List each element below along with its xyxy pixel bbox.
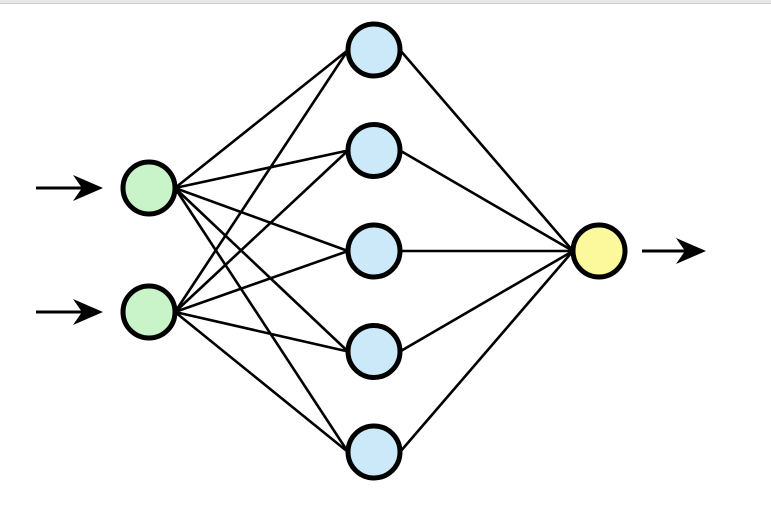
input-arrow-1-head-icon (73, 175, 103, 201)
input-arrow-2-head-icon (73, 299, 103, 325)
hidden-node-5 (345, 423, 403, 481)
edge-i1-h4 (174, 187, 349, 353)
edge-i2-h1 (173, 49, 350, 313)
output-arrow-head-icon (676, 238, 706, 264)
edge-i2-h5 (174, 310, 349, 454)
input-node-2 (120, 283, 178, 341)
edge-h5-o1 (399, 250, 574, 453)
edge-i2-h3 (174, 249, 349, 314)
hidden-node-1 (345, 21, 403, 79)
output-node-1 (570, 222, 628, 280)
edge-h4-o1 (399, 249, 574, 353)
hidden-node-3 (345, 222, 403, 280)
edge-i2-h2 (174, 149, 349, 313)
edge-i2-h4 (174, 310, 349, 353)
edge-i1-h3 (174, 186, 349, 253)
edge-i1-h1 (174, 48, 349, 190)
edge-i1-h5 (173, 187, 350, 453)
edge-h2-o1 (399, 149, 574, 253)
hidden-node-4 (345, 323, 403, 380)
hidden-node-2 (345, 122, 403, 179)
edge-i1-h2 (174, 149, 349, 190)
edge-h1-o1 (399, 49, 574, 252)
input-node-1 (120, 159, 178, 217)
window-top-strip (0, 0, 771, 4)
